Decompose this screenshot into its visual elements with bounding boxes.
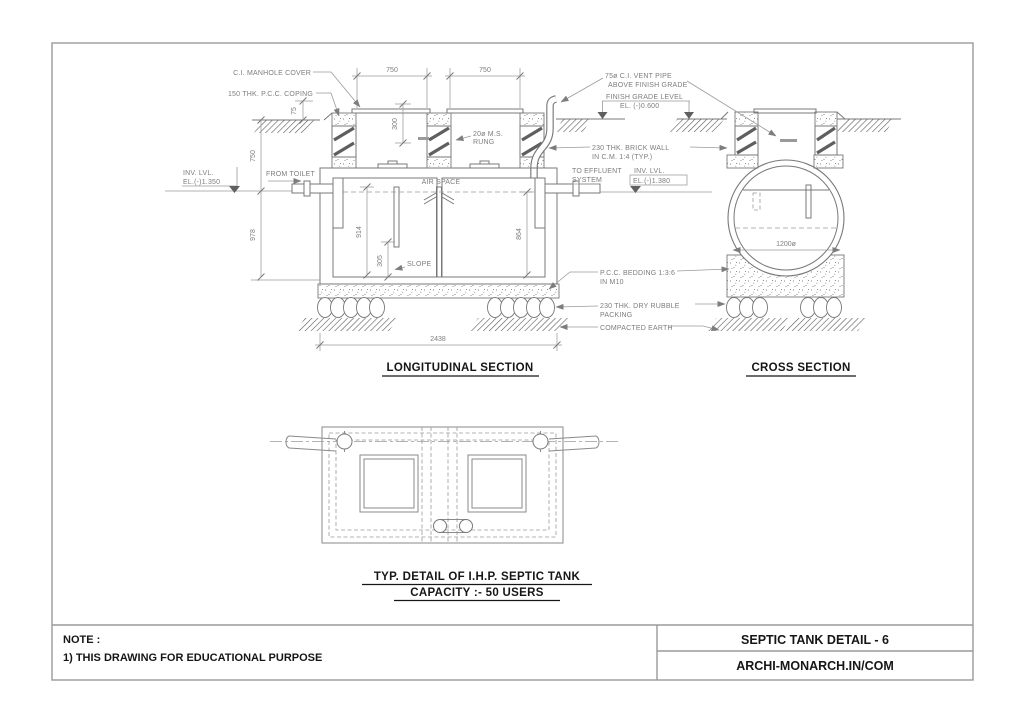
chamber-2 [441,177,546,278]
dim-914: 914 [356,226,363,238]
label-coping: 150 THK. P.C.C. COPING [228,91,313,98]
dimensions-longitudinal: 750 750 300 75 750 978 914 864 305 [250,67,562,351]
cover-frame-2 [469,163,500,169]
tank-pipe-inner [733,165,839,271]
plan-manhole-opening-2 [467,454,527,513]
label-rubble-1: 230 THK. DRY RUBBLE [600,303,680,310]
invert-marker-inlet [229,186,240,193]
dim-diameter: 1200ø [732,241,841,253]
note-line-1: 1) THIS DRAWING FOR EDUCATIONAL PURPOSE [63,652,322,664]
label-inv-lvl-inlet-1: INV. LVL. [183,170,214,177]
label-earth: COMPACTED EARTH [600,325,673,332]
label-manhole-cover: C.I. MANHOLE COVER [233,70,311,77]
label-grade-1: FINISH GRADE LEVEL [606,94,683,101]
dim-750-b: 750 [479,67,491,74]
partition-wall [436,186,442,278]
plan-inlet-pipe [285,431,353,452]
label-grade-2: EL. (-)0.600 [620,103,659,110]
finish-grade-cross [669,111,901,132]
grade-marker-left [597,112,608,119]
baffle-cross [805,184,812,219]
label-vent-1: 75ø C.I. VENT PIPE [605,73,672,80]
drawing-source: ARCHI-MONARCH.IN/COM [736,659,894,673]
compacted-earth-longitudinal [296,318,569,331]
title-block: NOTE : 1) THIS DRAWING FOR EDUCATIONAL P… [52,624,973,680]
plan-tank-outline [321,426,564,544]
label-air-space: AIR SPACE [422,179,461,186]
dim-300: 300 [392,118,399,130]
manhole-cover-1 [351,108,431,114]
outlet-tee [534,177,546,229]
label-bedding-2: IN M10 [600,279,624,286]
sheet-border [51,42,974,681]
vent-pipe [530,95,557,178]
label-slope: SLOPE [407,261,431,268]
pcc-bedding-longitudinal [317,283,560,299]
plan-title-line2: CAPACITY :- 50 USERS [410,587,543,599]
manhole-shaft-walls-longitudinal [331,112,545,169]
longitudinal-section-drawing [165,95,712,331]
inlet-baffle [393,186,400,248]
plan-title-line1: TYP. DETAIL OF I.H.P. SEPTIC TANK [374,571,581,583]
plan-view-drawing [270,426,618,544]
cover-frame-1 [377,163,408,169]
outlet-pipe-to-effluent [534,177,712,229]
label-bedding-1: P.C.C. BEDDING 1:3:6 [600,270,675,277]
cross-section-drawing: 1200ø [669,108,901,331]
tank-pipe-outer [727,159,845,277]
note-heading: NOTE : [63,634,100,646]
label-vent-2: ABOVE FINISH GRADE [608,82,688,89]
manhole-shaft-cross [726,108,844,169]
label-from-toilet: FROM TOILET [266,171,316,178]
shaft-pillar-2 [426,112,452,169]
dim-750-a: 750 [386,67,398,74]
annotations: C.I. MANHOLE COVER 150 THK. P.C.C. COPIN… [182,70,777,332]
longitudinal-section-title: LONGITUDINAL SECTION [387,362,534,374]
label-brick-2: IN C.M. 1:4 (TYP.) [592,154,652,161]
ms-rung-bar [418,137,429,140]
plan-manhole-opening-1 [359,454,419,513]
label-to-effluent-1: TO EFFLUENT [572,168,622,175]
dim-750-left: 750 [250,150,257,162]
label-brick-1: 230 THK. BRICK WALL [592,145,669,152]
shaft-pillar-1 [331,112,357,169]
label-to-effluent-2: SYSTEM [572,177,602,184]
label-rung-2: RUNG [473,139,494,146]
rubble-packing-cross [726,297,842,318]
invert-marker-outlet [630,186,641,193]
grade-marker-right [684,112,694,119]
inlet-pipe-from-toilet [165,177,344,229]
finish-grade-longitudinal [252,112,625,133]
plan-outlet-pipe [532,431,600,452]
ms-rung-bar-cross [780,139,797,142]
dim-978: 978 [250,229,257,241]
dim-75: 75 [291,107,298,115]
label-inv-lvl-outlet-1: INV. LVL. [634,168,665,175]
label-rubble-2: PACKING [600,312,632,319]
inlet-tee [332,177,344,229]
compacted-earth-cross [708,318,866,331]
dim-864: 864 [516,228,523,240]
plan-vent-detail [433,519,473,533]
dim-2438: 2438 [430,336,446,343]
shaft-pillar-right [813,111,844,169]
label-inv-lvl-inlet-2: EL.(-)1.350 [183,179,220,186]
rubble-packing-longitudinal [317,297,555,318]
label-rung-1: 20ø M.S. [473,131,503,138]
manhole-cover-2 [446,108,524,114]
dim-305: 305 [377,255,384,267]
partition-vent-wings [423,192,455,205]
label-inv-lvl-outlet-2: EL.(-)1.380 [633,178,670,185]
drawing-title: SEPTIC TANK DETAIL - 6 [741,633,889,647]
shaft-pillar-left [726,111,759,169]
manhole-cover-cross [753,108,817,114]
dim-1200-label: 1200ø [776,241,797,248]
cross-section-title: CROSS SECTION [751,362,850,374]
